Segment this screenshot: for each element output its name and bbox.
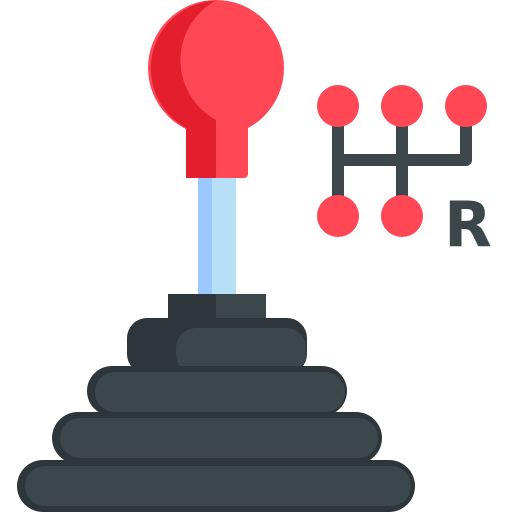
shift-knob: [148, 0, 284, 178]
gear-position-2: [317, 195, 359, 237]
gear-position-3: [381, 85, 423, 127]
gear-position-5: [445, 85, 487, 127]
gear-position-1: [317, 85, 359, 127]
shift-boot: [17, 294, 415, 512]
reverse-label: R: [444, 188, 492, 261]
shift-pattern: R: [317, 85, 492, 261]
gear-position-4: [381, 195, 423, 237]
shift-rod: [198, 170, 236, 302]
